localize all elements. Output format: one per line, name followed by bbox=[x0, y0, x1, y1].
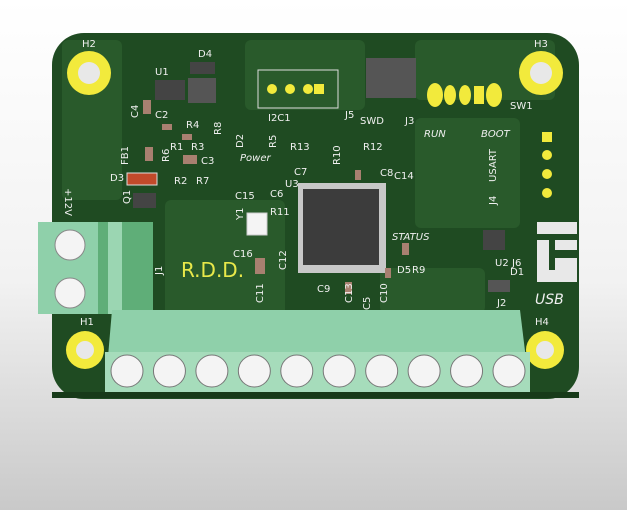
usart-connector-j4 bbox=[542, 132, 552, 198]
label-sw1: SW1 bbox=[510, 101, 533, 112]
label-j3: J3 bbox=[404, 116, 414, 127]
logo-rdd: R.D.D. bbox=[181, 258, 244, 282]
label-r9: R9 bbox=[412, 265, 425, 276]
mounting-hole-h3 bbox=[519, 51, 563, 95]
label-q1: Q1 bbox=[122, 190, 133, 204]
label-d2: D2 bbox=[235, 134, 246, 148]
label-j4: J4 bbox=[488, 196, 499, 206]
switch-sw1 bbox=[427, 83, 502, 107]
label-u2: U2 bbox=[495, 258, 509, 269]
label-r5: R5 bbox=[268, 135, 279, 148]
label-r2: R2 bbox=[174, 176, 187, 187]
label-c15: C15 bbox=[235, 191, 255, 202]
label-c12: C12 bbox=[278, 250, 289, 270]
label-h1: H1 bbox=[80, 317, 94, 328]
terminal-screw bbox=[322, 354, 356, 388]
label-j5: J5 bbox=[344, 110, 354, 121]
terminal-screw bbox=[492, 354, 526, 388]
chip-u2 bbox=[483, 230, 505, 250]
label-c4: C4 bbox=[130, 105, 141, 118]
silkscreen: H2 H3 H1 H4 D4 U1 C2 R4 R1 R3 C3 D3 R2 R… bbox=[62, 39, 564, 328]
regulator-u1 bbox=[155, 80, 185, 100]
label-r13: R13 bbox=[290, 142, 310, 153]
diode-d1 bbox=[488, 280, 510, 292]
label-r1: R1 bbox=[170, 142, 183, 153]
label-status: STATUS bbox=[392, 232, 430, 243]
label-r6: R6 bbox=[161, 149, 172, 162]
terminal-screw bbox=[280, 354, 314, 388]
terminal-block bbox=[105, 310, 530, 392]
label-r12: R12 bbox=[363, 142, 383, 153]
mounting-hole-h2 bbox=[67, 51, 111, 95]
label-c9: C9 bbox=[317, 284, 330, 295]
label-c6: C6 bbox=[270, 189, 283, 200]
label-usart: USART bbox=[488, 148, 499, 182]
inductor bbox=[188, 78, 216, 103]
label-d1: D1 bbox=[510, 267, 524, 278]
label-c5: C5 bbox=[362, 297, 373, 310]
label-power: Power bbox=[240, 153, 271, 164]
power-terminal-block-j1 bbox=[38, 222, 153, 314]
label-d4: D4 bbox=[198, 49, 212, 60]
label-c13: C13 bbox=[344, 283, 355, 303]
label-i2c1: I2C1 bbox=[268, 113, 291, 124]
terminal-screw bbox=[407, 354, 441, 388]
label-boot: BOOT bbox=[481, 129, 511, 140]
label-j6: J6 bbox=[511, 258, 521, 269]
label-r7: R7 bbox=[196, 176, 209, 187]
label-c11: C11 bbox=[255, 283, 266, 303]
terminal-screw bbox=[450, 354, 484, 388]
label-h2: H2 bbox=[82, 39, 96, 50]
label-run: RUN bbox=[424, 129, 446, 140]
label-h4: H4 bbox=[535, 317, 549, 328]
crystal-y1 bbox=[246, 212, 268, 236]
label-c8: C8 bbox=[380, 168, 393, 179]
terminal-screw bbox=[110, 354, 144, 388]
label-usb: USB bbox=[535, 292, 564, 308]
diode-d3 bbox=[126, 172, 158, 186]
label-c3: C3 bbox=[201, 156, 214, 167]
label-r10: R10 bbox=[332, 145, 343, 165]
swd-header-j3 bbox=[366, 58, 416, 98]
label-fb1: FB1 bbox=[120, 146, 131, 165]
label-r8: R8 bbox=[213, 122, 224, 135]
diode-d4 bbox=[190, 62, 215, 74]
usb-connector-j6 bbox=[537, 222, 577, 282]
label-d3: D3 bbox=[110, 173, 124, 184]
terminal-screw bbox=[152, 354, 186, 388]
label-c16: C16 bbox=[233, 249, 253, 260]
terminal-screw bbox=[237, 354, 271, 388]
label-r4: R4 bbox=[186, 120, 199, 131]
label-d5: D5 bbox=[397, 265, 411, 276]
mounting-hole-h1 bbox=[66, 331, 104, 369]
label-c10: C10 bbox=[379, 283, 390, 303]
label-swd: SWD bbox=[360, 116, 384, 127]
label-u3: U3 bbox=[285, 179, 299, 190]
label-u1: U1 bbox=[155, 67, 169, 78]
label-r11: R11 bbox=[270, 207, 290, 218]
terminal-screw bbox=[195, 354, 229, 388]
mounting-hole-h4 bbox=[526, 331, 564, 369]
label-j1: J1 bbox=[154, 266, 165, 276]
passive-components bbox=[143, 100, 409, 294]
label-12v: +12V bbox=[62, 188, 73, 216]
terminal-screw bbox=[365, 354, 399, 388]
label-h3: H3 bbox=[534, 39, 548, 50]
board-edge bbox=[52, 392, 579, 398]
label-r3: R3 bbox=[191, 142, 204, 153]
label-j2: J2 bbox=[496, 298, 506, 309]
label-y1: Y1 bbox=[235, 208, 246, 221]
mcu-u3 bbox=[298, 183, 386, 273]
transistor-q1 bbox=[133, 193, 156, 208]
label-c14: C14 bbox=[394, 171, 414, 182]
i2c-connector-j5 bbox=[257, 69, 339, 109]
label-c2: C2 bbox=[155, 110, 168, 121]
label-c7: C7 bbox=[294, 167, 307, 178]
